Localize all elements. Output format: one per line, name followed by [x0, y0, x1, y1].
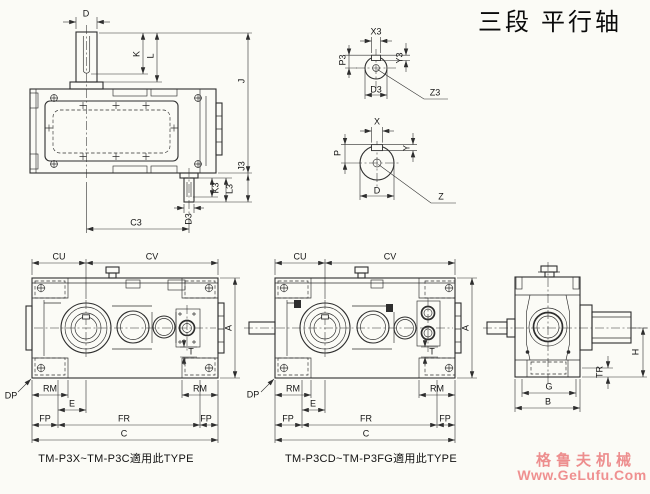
front-view-middle — [244, 259, 477, 443]
dim-label-b: B — [544, 396, 552, 407]
dim-label-g: G — [545, 381, 553, 392]
dim-label-rm-mid-2: RM — [430, 383, 444, 394]
dim-label-fp-mid-2: FP — [439, 413, 451, 424]
dim-label-l: L — [145, 53, 156, 59]
output-shaft-end-detail — [341, 127, 456, 204]
page-title: 三段 平行轴 — [478, 10, 622, 36]
dim-label-h: H — [630, 348, 641, 356]
dim-label-z: Z — [438, 191, 444, 202]
dim-label-p3: P3 — [337, 54, 348, 66]
dim-label-c-left: C — [120, 428, 128, 439]
dim-label-z3: Z3 — [429, 87, 441, 98]
dim-label-rm-left-1: RM — [43, 383, 57, 394]
dim-label-fp-mid-1: FP — [282, 413, 294, 424]
dim-label-l3: L3 — [224, 183, 235, 195]
dim-label-p: P — [332, 149, 343, 157]
dim-label-cv-left: CV — [145, 251, 159, 262]
top-view-drawing — [29, 17, 252, 233]
dim-label-k3: K3 — [210, 182, 221, 194]
dim-label-d3-detail: D3 — [370, 84, 382, 95]
dim-label-dp-left: DP — [4, 390, 18, 401]
dim-label-fr-mid: FR — [360, 413, 372, 424]
dim-label-fp-left-1: FP — [39, 413, 51, 424]
brand-site: Www.GeLufu.Com — [517, 467, 647, 483]
dim-label-d-top: D — [82, 8, 90, 19]
front-view-left — [17, 259, 240, 443]
dim-label-c3: C3 — [130, 217, 142, 228]
dim-label-y: Y — [401, 144, 412, 152]
brand-name: 格鲁夫机械 — [535, 452, 636, 469]
dim-label-a-mid: A — [460, 324, 471, 332]
input-shaft-end-detail — [345, 37, 448, 100]
dim-label-e-mid: E — [309, 398, 317, 409]
dim-label-cv-mid: CV — [383, 251, 397, 262]
type-caption-left: TM-P3X~TM-P3C適用此TYPE — [38, 453, 194, 465]
dim-label-fr-left: FR — [118, 413, 130, 424]
dim-label-a-left: A — [223, 324, 234, 332]
dim-label-e-left: E — [68, 398, 76, 409]
dim-label-tr: TR — [594, 366, 605, 378]
dim-label-cu-left: CU — [52, 251, 66, 262]
dim-label-x: X — [373, 116, 381, 127]
dim-label-cu-mid: CU — [293, 251, 307, 262]
dim-label-fp-left-2: FP — [200, 413, 212, 424]
dim-label-dp-mid: DP — [246, 389, 260, 400]
type-caption-middle: TM-P3CD~TM-P3FG適用此TYPE — [285, 453, 457, 465]
dim-label-k: K — [131, 50, 142, 58]
dim-label-c-mid: C — [362, 428, 370, 439]
dim-label-d-detail: D — [373, 185, 381, 196]
dim-label-j3: J3 — [236, 161, 247, 171]
dim-label-rm-mid-1: RM — [286, 383, 300, 394]
side-view — [483, 262, 648, 412]
dim-label-x3: X3 — [370, 26, 382, 37]
dim-label-d3-top-view: D3 — [183, 213, 194, 225]
dim-label-rm-left-2: RM — [193, 383, 207, 394]
dim-label-y3: Y3 — [394, 52, 405, 64]
dim-label-t-mid: T — [429, 346, 435, 357]
dim-label-t-left: T — [188, 346, 194, 357]
dim-label-j: J — [236, 78, 247, 84]
